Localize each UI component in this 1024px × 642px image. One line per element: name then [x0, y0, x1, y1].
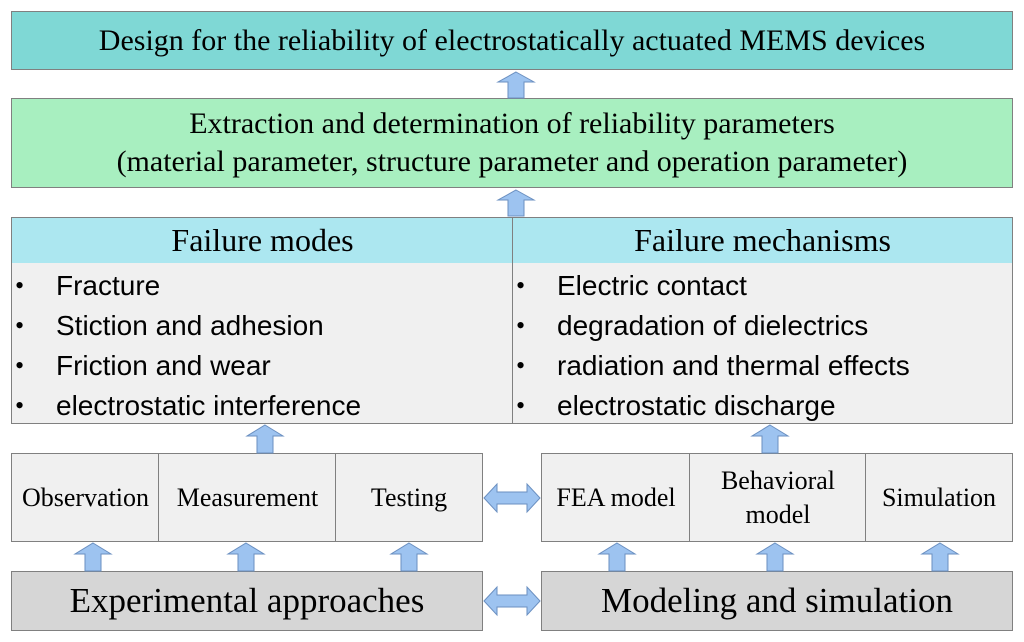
bullet-icon: • [516, 311, 526, 340]
failure-mechanisms-list: •Electric contact •degradation of dielec… [512, 263, 1013, 424]
failure-modes-list: •Fracture •Stiction and adhesion •Fricti… [11, 263, 513, 424]
up-arrow-icon [750, 424, 790, 454]
list-item: •degradation of dielectrics [513, 306, 910, 346]
bullet-icon: • [516, 391, 526, 420]
failure-mechanisms-header: Failure mechanisms [512, 217, 1013, 264]
up-arrow-icon [755, 542, 795, 572]
list-item: •radiation and thermal effects [513, 346, 910, 386]
double-arrow-icon [483, 482, 541, 514]
simulation-cell: Simulation [865, 453, 1013, 542]
bullet-icon: • [516, 271, 526, 300]
list-item: •Stiction and adhesion [12, 306, 361, 346]
bullet-icon: • [15, 391, 25, 420]
list-item: •Fracture [12, 266, 361, 306]
up-arrow-icon [73, 542, 113, 572]
bullet-icon: • [15, 351, 25, 380]
bullet-icon: • [15, 311, 25, 340]
fea-model-cell: FEA model [541, 453, 690, 542]
list-item: •Friction and wear [12, 346, 361, 386]
modeling-simulation-box: Modeling and simulation [541, 571, 1013, 631]
list-item: •electrostatic discharge [513, 386, 910, 426]
double-arrow-icon [483, 585, 541, 617]
up-arrow-icon [496, 71, 536, 99]
experimental-approaches-box: Experimental approaches [11, 571, 483, 631]
title-text: Design for the reliability of electrosta… [98, 23, 926, 57]
title-box: Design for the reliability of electrosta… [11, 11, 1013, 70]
extraction-box: Extraction and determination of reliabil… [11, 98, 1013, 188]
extraction-line-1: Extraction and determination of reliabil… [189, 107, 835, 140]
list-item: •Electric contact [513, 266, 910, 306]
bullet-icon: • [15, 271, 25, 300]
bullet-icon: • [516, 351, 526, 380]
list-item: •electrostatic interference [12, 386, 361, 426]
failure-mechanisms-title: Failure mechanisms [634, 222, 891, 258]
up-arrow-icon [226, 542, 266, 572]
up-arrow-icon [920, 542, 960, 572]
observation-cell: Observation [11, 453, 159, 542]
measurement-cell: Measurement [158, 453, 336, 542]
up-arrow-icon [245, 424, 285, 454]
extraction-line-2: (material parameter, structure parameter… [116, 145, 908, 178]
up-arrow-icon [389, 542, 429, 572]
failure-modes-header: Failure modes [11, 217, 513, 264]
testing-cell: Testing [335, 453, 483, 542]
failure-modes-title: Failure modes [171, 222, 354, 258]
up-arrow-icon [496, 189, 536, 217]
up-arrow-icon [597, 542, 637, 572]
